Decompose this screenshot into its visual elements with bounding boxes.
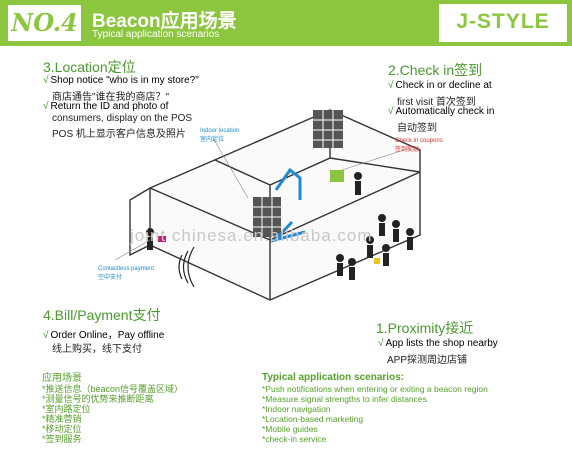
scenarios-en-item: *Measure signal strengths to infer dista… xyxy=(262,394,427,404)
scenarios-cn-item: *精准营销 xyxy=(42,414,82,424)
scenarios-cn-item: *测量信号的优势来推断距离 xyxy=(42,394,154,404)
scenarios-cn-item: *推送信息（beacon信号覆盖区域） xyxy=(42,384,184,394)
people-group xyxy=(146,172,414,280)
scenarios-en-item: *Mobile guides xyxy=(262,424,318,434)
checkin-title: 2.Check in签到 xyxy=(388,62,483,78)
location-line-5: POS 机上显示客户信息及照片 xyxy=(52,129,186,140)
location-line-2: 商店通告"谁在我的商店？" xyxy=(52,92,170,103)
scenarios-cn-item: *签到服务 xyxy=(42,434,82,444)
bill-title: 4.Bill/Payment支付 xyxy=(43,307,161,323)
scenarios-en-item: *check-in service xyxy=(262,434,327,444)
phone xyxy=(374,258,380,264)
scenarios-cn-item: *移动定位 xyxy=(42,424,82,434)
scenarios-en-item: *Location-based marketing xyxy=(262,414,364,424)
location-line-4: consumers, display on the POS xyxy=(52,113,193,124)
proximity-line-1: √App lists the shop nearby xyxy=(378,338,498,349)
proximity-title: 1.Proximity接近 xyxy=(376,320,474,336)
beacon-signal-waves xyxy=(178,246,195,288)
checkin-line-2: first visit 首次签到 xyxy=(397,97,476,108)
scenarios-en-title: Typical application scenarios: xyxy=(262,372,405,383)
scenarios-cn-item: *室内路定位 xyxy=(42,404,91,414)
shelf-right xyxy=(313,110,343,148)
coupon-note: Check in coupons 签到奖励 xyxy=(395,138,443,153)
logo-box: J-STYLE xyxy=(439,4,567,42)
header-bar: NO.4 Beacon应用场景 Typical application scen… xyxy=(0,0,572,46)
checkin-line-3: √Automatically check in xyxy=(388,106,495,117)
location-line-3: √Return the ID and photo of xyxy=(43,101,169,112)
payment-device xyxy=(158,236,166,242)
scenarios-cn: 应用场景 *推送信息（beacon信号覆盖区域） *测量信号的优势来推断距离 *… xyxy=(42,373,184,445)
location-title: 3.Location定位 xyxy=(43,59,136,75)
page-title: Beacon应用场景 xyxy=(92,11,237,32)
section-badge: NO.4 xyxy=(8,5,81,41)
bill-line-2: 线上购买，线下支付 xyxy=(52,344,142,355)
page-subtitle: Typical application scenarios xyxy=(92,29,220,40)
checkin-line-1: √Check in or decline at xyxy=(388,80,492,91)
scenarios-cn-title: 应用场景 xyxy=(42,373,82,384)
contactless-note: Contactless payment 空中支付 xyxy=(98,266,155,281)
bill-line-1: √Order Online，Pay offline xyxy=(43,330,165,341)
scenarios-en: Typical application scenarios: *Push not… xyxy=(262,372,488,445)
checkin-sign xyxy=(330,170,344,182)
checkin-line-4: 自动签到 xyxy=(397,123,437,134)
scenarios-en-item: *Push notifications when entering or exi… xyxy=(262,384,488,394)
location-line-1: √Shop notice "who is in my store?" xyxy=(43,75,199,86)
brand-logo: J-STYLE xyxy=(456,10,550,33)
indoor-note: Indoor location 室内定位 xyxy=(200,128,240,143)
scenarios-en-item: *Indoor navigation xyxy=(262,404,331,414)
indoor-path xyxy=(270,167,306,243)
proximity-line-2: APP探测周边店铺 xyxy=(387,355,468,366)
watermark: joint chinesa.en.alibaba.com xyxy=(130,226,373,245)
